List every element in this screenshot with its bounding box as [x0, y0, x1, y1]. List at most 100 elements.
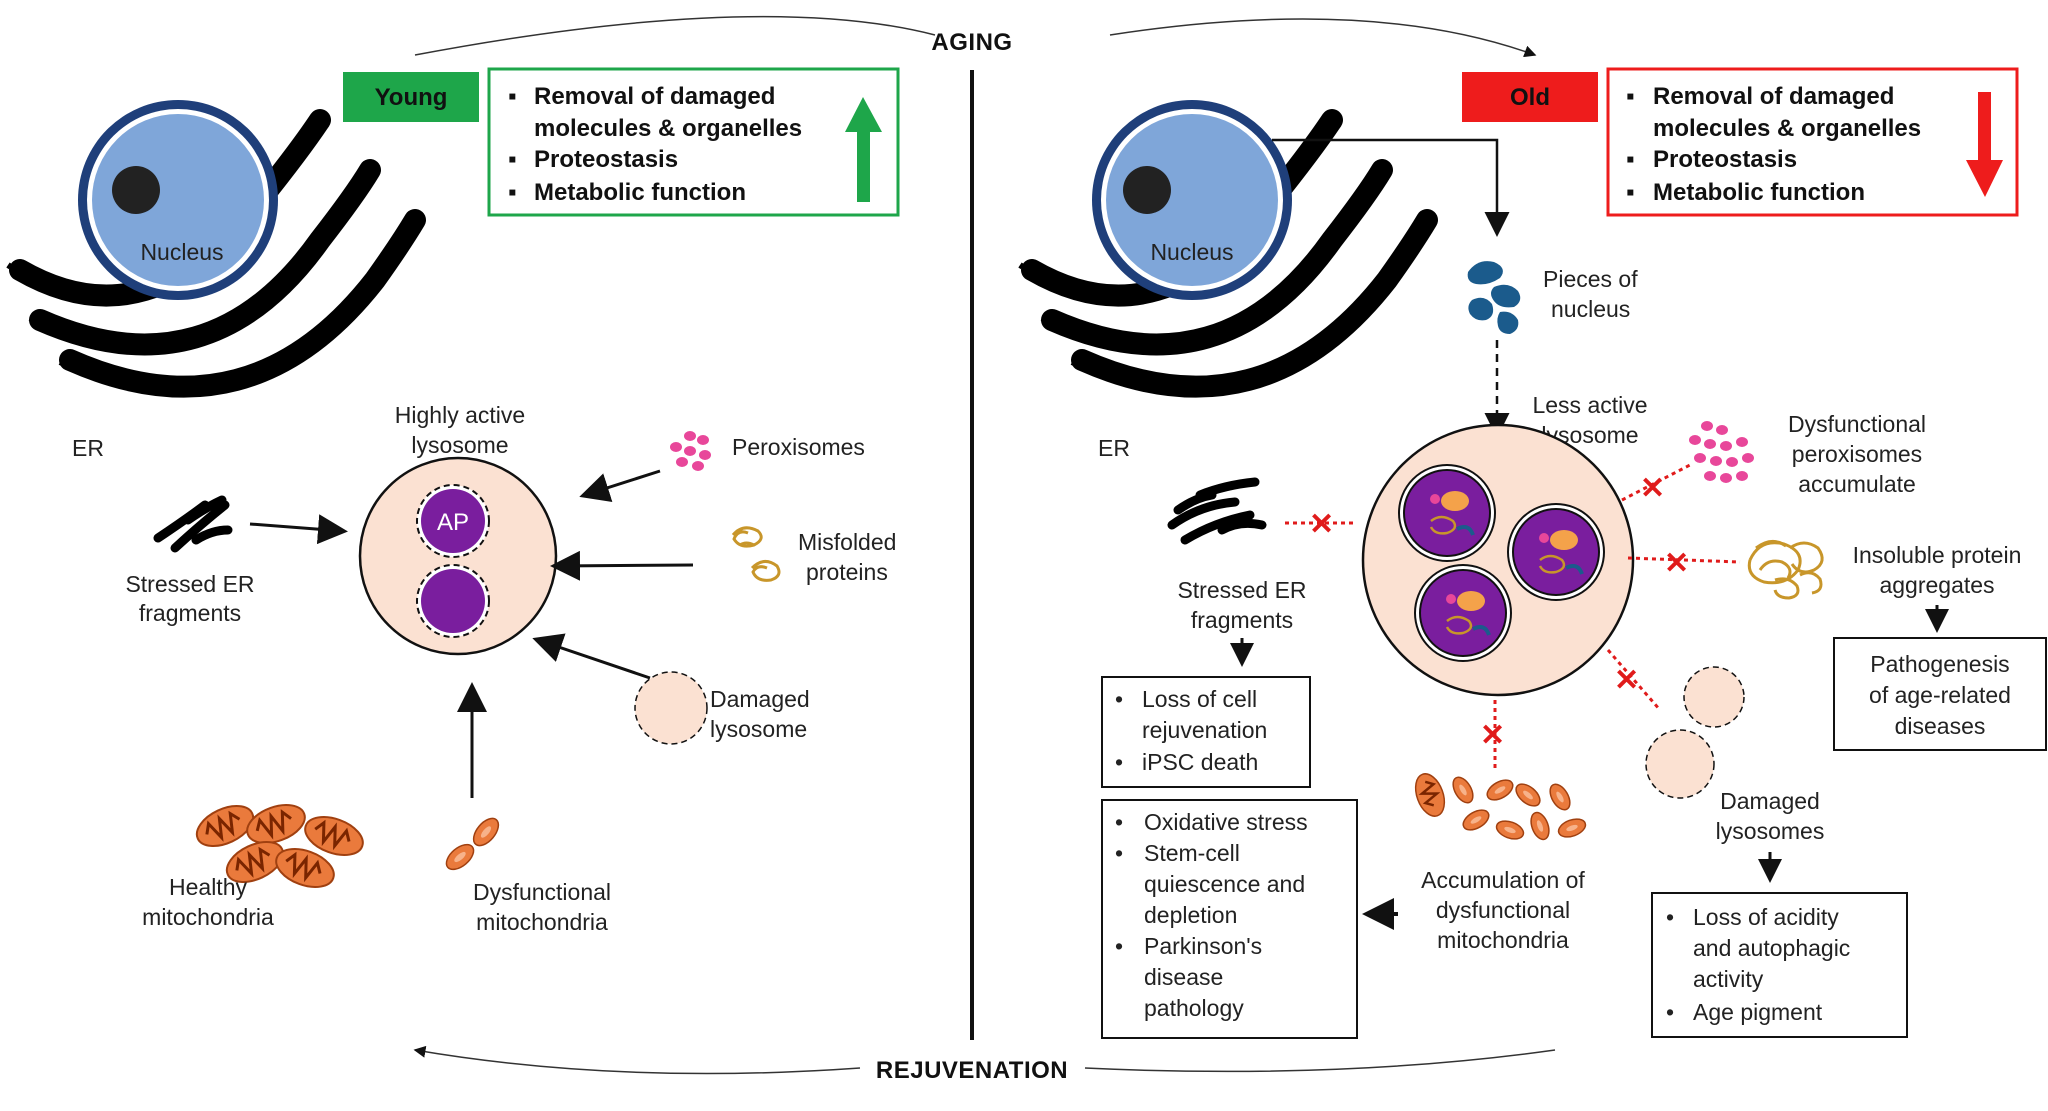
old-features: ▪ Removal of damaged molecules & organel… [1626, 83, 1921, 206]
damaged-lysosome-label-1: Damaged [710, 686, 810, 712]
stressed-er-old-label-2: fragments [1191, 607, 1293, 633]
healthy-mito-label-1: Healthy [169, 874, 247, 900]
damaged-lysosome-old-2 [1645, 729, 1715, 799]
mito-box-line-6: disease [1144, 964, 1223, 990]
healthy-mito-label-2: mitochondria [142, 904, 274, 930]
rejuvenation-arrow [1084, 1049, 1556, 1073]
mito-consequence-box [1101, 799, 1358, 1039]
pathogenesis-line-3: diseases [1895, 713, 1986, 739]
svg-text:▪: ▪ [508, 179, 517, 206]
feature-line-1: Removal of damaged [534, 83, 775, 110]
er-box-line-3: iPSC death [1142, 749, 1258, 775]
insoluble-label-1: Insoluble protein [1853, 542, 2022, 568]
nucleus-label: Nucleus [140, 239, 223, 265]
stressed-er-old-label-1: Stressed ER [1177, 577, 1306, 603]
insoluble-label-2: aggregates [1879, 572, 1994, 598]
feature-line-2: molecules & organelles [534, 115, 802, 142]
old-badge-label: Old [1510, 84, 1550, 111]
young-features-box [487, 67, 900, 217]
peroxisomes-icon [670, 431, 711, 471]
damaged-lysosomes-label-2: lysosomes [1716, 818, 1825, 844]
svg-text:▪: ▪ [1626, 179, 1635, 206]
lyso-box-line-3: activity [1693, 966, 1764, 992]
svg-text:▪: ▪ [1626, 146, 1635, 173]
old-badge [1462, 72, 1598, 122]
block-x-aggregates: ✕ [1664, 547, 1689, 580]
svg-text:•: • [1115, 686, 1123, 712]
old-feature-line-3: Proteostasis [1653, 146, 1797, 173]
old-feature-line-4: Metabolic function [1653, 179, 1865, 206]
stressed-er-label-2: fragments [139, 600, 241, 626]
svg-text:•: • [1115, 933, 1123, 959]
er-box-line-2: rejuvenation [1142, 717, 1267, 743]
damaged-lysosome-icon [634, 671, 708, 745]
block-x-lysosomes: ✕ [1614, 664, 1639, 697]
rejuvenation-label: REJUVENATION [876, 1057, 1068, 1084]
lyso-box-line-2: and autophagic [1693, 935, 1850, 961]
dys-perox-label-1: Dysfunctional [1788, 411, 1926, 437]
less-active-lysosome [1361, 423, 1635, 697]
mito-box-line-1: Oxidative stress [1144, 809, 1308, 835]
dysfunctional-mitochondria-icon [445, 817, 500, 871]
stressed-er-icon [153, 495, 233, 553]
arrow-down-icon [1966, 92, 2003, 197]
mito-box-line-4: depletion [1144, 902, 1237, 928]
mito-box-line-3: quiescence and [1144, 871, 1305, 897]
svg-text:▪: ▪ [1626, 83, 1635, 110]
accum-mito-label-2: dysfunctional [1436, 897, 1570, 923]
young-badge-label: Young [375, 84, 448, 111]
feature-line-3: Proteostasis [534, 146, 678, 173]
less-active-label-1: Less active [1532, 392, 1647, 418]
mito-box-line-7: pathology [1144, 995, 1244, 1021]
old-feature-line-1: Removal of damaged [1653, 83, 1894, 110]
misfolded-label-2: proteins [806, 559, 888, 585]
block-x-er: ✕ [1309, 508, 1334, 541]
young-features: ▪ Removal of damaged molecules & organel… [508, 83, 802, 206]
lyso-box-line-1: Loss of acidity [1693, 904, 1839, 930]
damaged-lysosome-old-1 [1683, 666, 1745, 728]
block-x-peroxisomes: ✕ [1640, 472, 1665, 505]
dysfunctional-peroxisomes-icon [1689, 421, 1754, 483]
accumulated-mitochondria-icon [1414, 773, 1587, 841]
insoluble-aggregates-icon [1747, 540, 1824, 600]
aging-label: AGING [931, 29, 1012, 56]
pieces-label-2: nucleus [1551, 296, 1630, 322]
old-feature-line-2: molecules & organelles [1653, 115, 1921, 142]
svg-text:•: • [1666, 999, 1674, 1025]
feature-line-4: Metabolic function [534, 179, 746, 206]
pieces-label-1: Pieces of [1543, 266, 1638, 292]
dysfunctional-mito-label-2: mitochondria [476, 909, 608, 935]
lysosome-consequence-box [1651, 892, 1908, 1038]
nucleus-old: Nucleus [1092, 100, 1292, 300]
misfolded-label-1: Misfolded [798, 529, 896, 555]
dys-perox-label-2: peroxisomes [1792, 441, 1922, 467]
damaged-lysosomes-label-1: Damaged [1720, 788, 1820, 814]
young-badge [343, 72, 479, 122]
active-lysosome: AP [358, 456, 558, 656]
accum-mito-label-1: Accumulation of [1421, 867, 1585, 893]
damaged-lysosome-label-2: lysosome [710, 716, 807, 742]
young-panel: ER Nucleus Young ▪ Removal of damaged mo… [6, 67, 900, 935]
svg-text:▪: ▪ [508, 83, 517, 110]
peroxisomes-label: Peroxisomes [732, 434, 865, 460]
lysosome-label-1: Highly active [395, 402, 525, 428]
old-features-box [1606, 67, 2019, 217]
nucleus: Nucleus [78, 100, 278, 300]
dys-perox-label-3: accumulate [1798, 471, 1916, 497]
svg-text:•: • [1666, 904, 1674, 930]
aging-arrow [414, 15, 936, 56]
healthy-mitochondria-icon [195, 804, 364, 888]
er-box-line-1: Loss of cell [1142, 686, 1257, 712]
stressed-er-icon-old [1167, 477, 1267, 545]
svg-text:•: • [1115, 809, 1123, 835]
pathogenesis-line-1: Pathogenesis [1870, 651, 2009, 677]
svg-text:▪: ▪ [508, 146, 517, 173]
mito-box-line-5: Parkinson's [1144, 933, 1262, 959]
aging-arrow-right [1109, 18, 1537, 58]
rejuvenation-arrow-left [413, 1045, 861, 1075]
lysosome-label-2: lysosome [411, 432, 508, 458]
ap-label: AP [437, 509, 469, 536]
svg-text:•: • [1115, 840, 1123, 866]
svg-text:•: • [1115, 749, 1123, 775]
